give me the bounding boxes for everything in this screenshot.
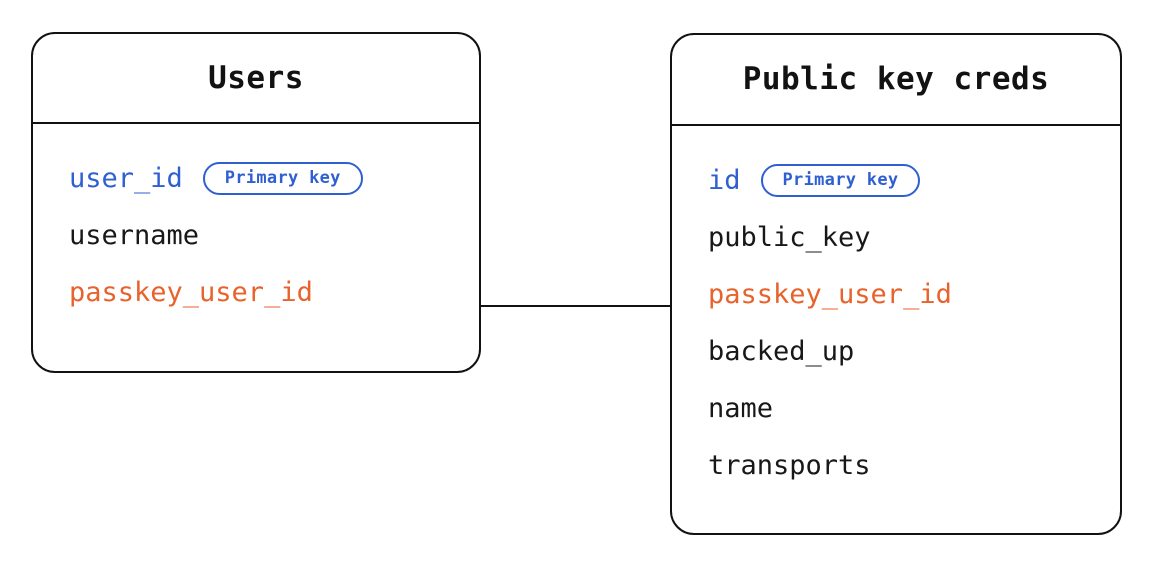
field-name-public-key: public_key (708, 222, 871, 253)
entity-header-users: Users (33, 34, 479, 124)
entity-fields-public-key-creds: id Primary key public_key passkey_user_i… (672, 126, 1120, 494)
entity-title-users: Users (208, 59, 304, 96)
field-name-user-id: user_id (69, 163, 183, 194)
primary-key-badge: Primary key (202, 162, 363, 195)
entity-table-public-key-creds[interactable]: Public key creds id Primary key public_k… (670, 33, 1122, 535)
field-row[interactable]: transports (672, 437, 1120, 494)
field-row[interactable]: user_id Primary key (33, 150, 479, 207)
field-name-transports: transports (708, 450, 871, 481)
entity-title-public-key-creds: Public key creds (742, 61, 1050, 97)
field-name-name: name (708, 393, 774, 424)
field-row[interactable]: passkey_user_id (33, 264, 479, 321)
field-name-id: id (708, 165, 741, 196)
field-name-passkey-user-id: passkey_user_id (69, 277, 313, 308)
primary-key-badge-label: Primary key (782, 170, 899, 190)
entity-header-public-key-creds: Public key creds (672, 35, 1120, 126)
field-row[interactable]: id Primary key (672, 152, 1120, 209)
entity-table-users[interactable]: Users user_id Primary key username passk… (31, 32, 481, 373)
field-row[interactable]: name (672, 380, 1120, 437)
field-row[interactable]: backed_up (672, 323, 1120, 380)
field-row[interactable]: public_key (672, 209, 1120, 266)
field-name-username: username (69, 220, 200, 251)
field-row[interactable]: username (33, 207, 479, 264)
primary-key-badge: Primary key (760, 164, 921, 197)
field-name-passkey-user-id: passkey_user_id (708, 279, 952, 310)
entity-fields-users: user_id Primary key username passkey_use… (33, 124, 479, 321)
primary-key-badge-label: Primary key (224, 168, 341, 188)
field-row[interactable]: passkey_user_id (672, 266, 1120, 323)
field-name-backed-up: backed_up (708, 336, 855, 367)
relationship-connector-line (479, 305, 672, 307)
